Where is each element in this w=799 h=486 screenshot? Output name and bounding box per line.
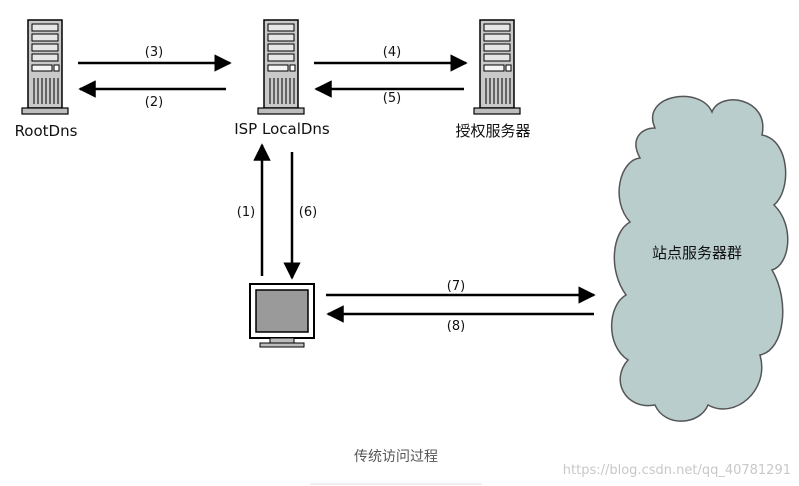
arrow-5-label: (5) bbox=[383, 91, 401, 106]
root-dns-server-icon bbox=[21, 19, 69, 115]
arrow-2-label: (2) bbox=[145, 95, 163, 110]
diagram-caption: 传统访问过程 bbox=[354, 449, 438, 465]
auth-server-icon bbox=[473, 19, 521, 115]
auth-server-label: 授权服务器 bbox=[455, 122, 530, 140]
watermark: https://blog.csdn.net/qq_40781291 bbox=[563, 463, 791, 478]
arrow-4-label: (4) bbox=[383, 45, 401, 60]
local-dns-server-icon bbox=[257, 19, 305, 115]
arrow-6-label: (6) bbox=[299, 205, 317, 220]
root-dns-label: RootDns bbox=[15, 122, 78, 140]
arrow-1-label: (1) bbox=[237, 205, 255, 220]
arrow-8-label: (8) bbox=[447, 319, 465, 334]
local-dns-label: ISP LocalDns bbox=[234, 120, 330, 138]
client-computer-icon bbox=[249, 283, 315, 348]
arrow-3-label: (3) bbox=[145, 45, 163, 60]
arrow-7-label: (7) bbox=[447, 279, 465, 294]
site-cluster-cloud-icon bbox=[610, 95, 789, 422]
site-cluster-label: 站点服务器群 bbox=[652, 244, 742, 262]
